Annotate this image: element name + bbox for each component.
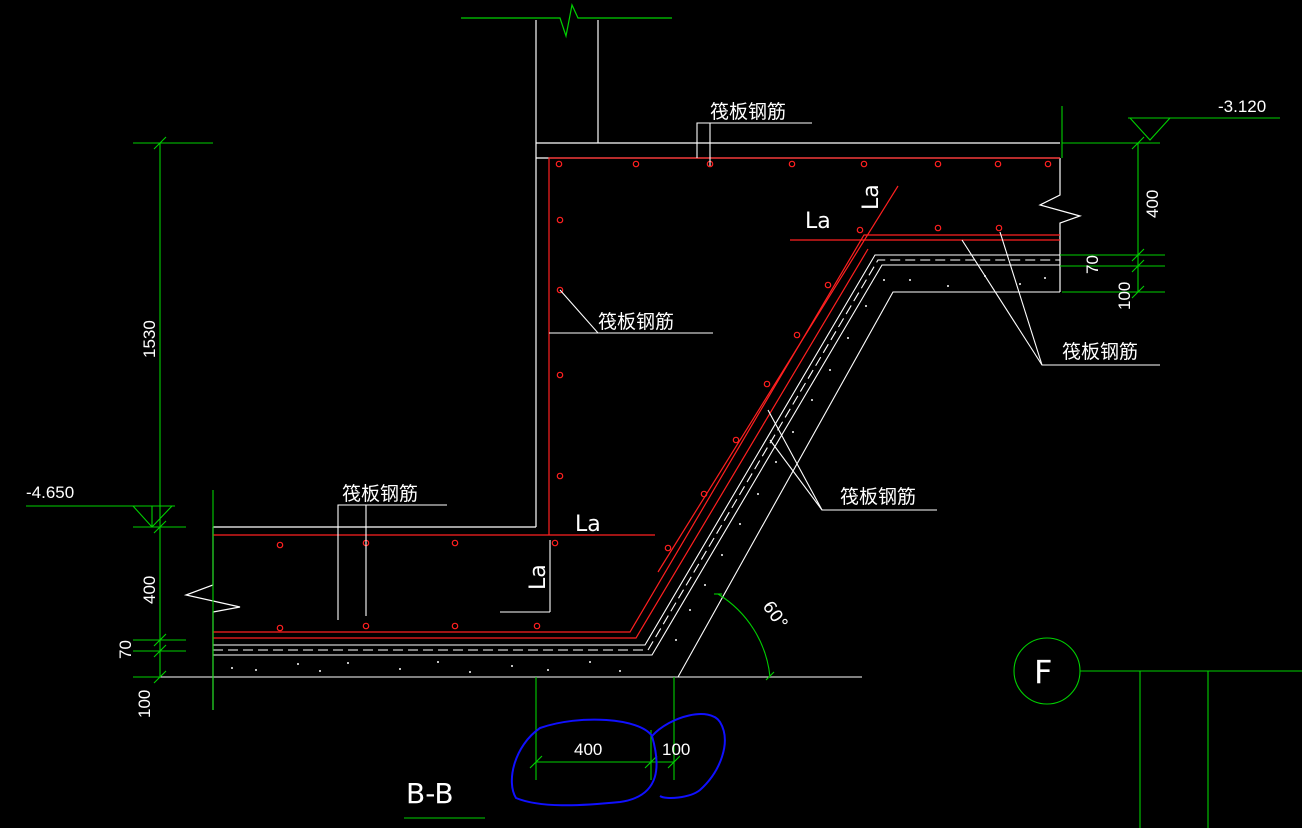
rebar-label-right: 筏板钢筋 (1062, 341, 1138, 363)
section-title: B-B (406, 777, 454, 810)
dim-base-width: 400 (574, 740, 602, 759)
upper-wall (535, 20, 1060, 527)
axis-label: F (1034, 653, 1052, 691)
dimension-lines (26, 106, 1302, 828)
angle-label: 60° (758, 597, 792, 633)
rebar-label-wall: 筏板钢筋 (598, 311, 674, 333)
rebar-label-left: 筏板钢筋 (342, 483, 418, 505)
rebar-label-slope: 筏板钢筋 (840, 486, 916, 508)
dim-layer-left-2: 100 (135, 690, 154, 718)
dim-layer-right-1: 70 (1083, 255, 1102, 274)
dim-height-total: 1530 (140, 320, 159, 358)
anchorage-label-1: La (805, 209, 831, 234)
rebar-label-top: 筏板钢筋 (710, 101, 786, 123)
anchorage-label-3: La (859, 184, 884, 210)
dim-layer-left-1: 70 (116, 640, 135, 659)
cushion-layers (160, 254, 1060, 678)
anchorage-label-2: La (575, 512, 601, 537)
rebar-dots (276, 160, 1052, 632)
break-line-top (461, 3, 672, 39)
anchorage-label-4: La (526, 564, 551, 590)
markup-cloud (510, 713, 726, 807)
elevation-top: -3.120 (1218, 97, 1266, 116)
elevation-bottom: -4.650 (26, 483, 74, 502)
leader-lines (337, 122, 1160, 620)
text-labels: 筏板钢筋 筏板钢筋 筏板钢筋 筏板钢筋 筏板钢筋 La La La La -3.… (26, 97, 1266, 810)
rebar-lines (213, 157, 1060, 639)
dim-slab-right: 400 (1143, 190, 1162, 218)
dim-layer-right-2: 100 (1115, 282, 1134, 310)
dim-slab-left: 400 (140, 576, 159, 604)
dim-base-offset: 100 (662, 740, 690, 759)
concrete-hatch (231, 275, 1046, 673)
